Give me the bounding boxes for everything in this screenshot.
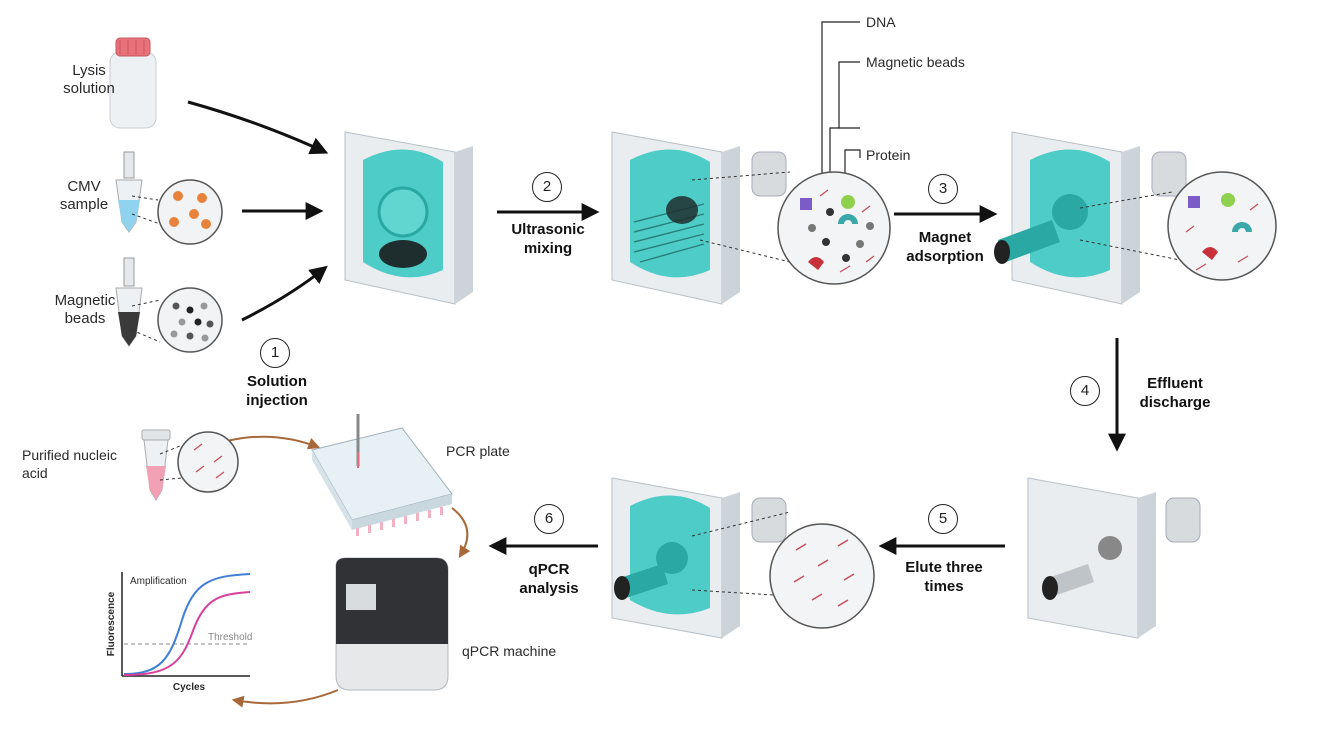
step-label-5: Elute three times: [905, 559, 983, 595]
chip-5: [611, 477, 787, 639]
chart-legend-amplification: Amplification: [130, 576, 187, 587]
callout-line-protein: [844, 149, 861, 188]
callout-protein: Protein: [866, 147, 911, 163]
arrow-machine-to-chart: [231, 689, 339, 708]
label-lysis: Lysis solution: [63, 62, 115, 97]
callout-dna: DNA: [866, 14, 896, 30]
zoom-circle-mixed: [691, 171, 891, 285]
chip-1: [344, 131, 473, 305]
step-label-4: Effluent discharge: [1139, 375, 1211, 411]
step-number-2: 2: [532, 172, 562, 202]
step-label-6: qPCR analysis: [519, 561, 579, 597]
step-number-6: 6: [534, 504, 564, 534]
beads-tube-icon: [115, 257, 223, 353]
step-label-1: Solution injection: [246, 373, 308, 409]
arrow-lysis: [187, 100, 329, 155]
label-pcr-plate: PCR plate: [446, 443, 510, 459]
label-beads: Magnetic beads: [54, 292, 116, 327]
qpcr-machine-icon: [335, 557, 449, 691]
label-qpcr-machine: qPCR machine: [462, 643, 557, 659]
step-label-3: Magnet adsorption: [906, 229, 984, 265]
chart-xlabel: Cycles: [172, 682, 206, 693]
pcr-plate-icon: [311, 414, 453, 536]
step-number-4: 4: [1070, 376, 1100, 406]
chart-ylabel: Fluorescence: [106, 591, 117, 657]
step-number-3: 3: [928, 174, 958, 204]
chip-2: [611, 131, 787, 305]
zoom-circle-eluted: [691, 511, 875, 629]
lysis-bottle-icon: [109, 37, 157, 129]
arrow-beads: [241, 265, 328, 322]
purified-tube-icon: [141, 429, 239, 501]
chip-3: [994, 131, 1187, 305]
cmv-tube-icon: [115, 151, 223, 245]
series-second: [123, 591, 251, 676]
series-amplification: [123, 573, 251, 675]
arrow-plate-to-machine: [451, 507, 471, 559]
step-label-2: Ultrasonic mixing: [511, 221, 585, 257]
label-cmv: CMV sample: [59, 178, 109, 213]
chart-threshold-label: Threshold: [208, 632, 253, 643]
chip-4: [1027, 477, 1201, 639]
step-number-5: 5: [928, 504, 958, 534]
amplification-chart: [121, 572, 251, 677]
zoom-circle-after-magnet: [1079, 171, 1277, 281]
step-number-1: 1: [260, 338, 290, 368]
callout-magnetic-beads: Magnetic beads: [866, 54, 965, 70]
callout-line-dna: [821, 21, 860, 194]
label-purified: Purified nucleic acid: [22, 447, 117, 481]
